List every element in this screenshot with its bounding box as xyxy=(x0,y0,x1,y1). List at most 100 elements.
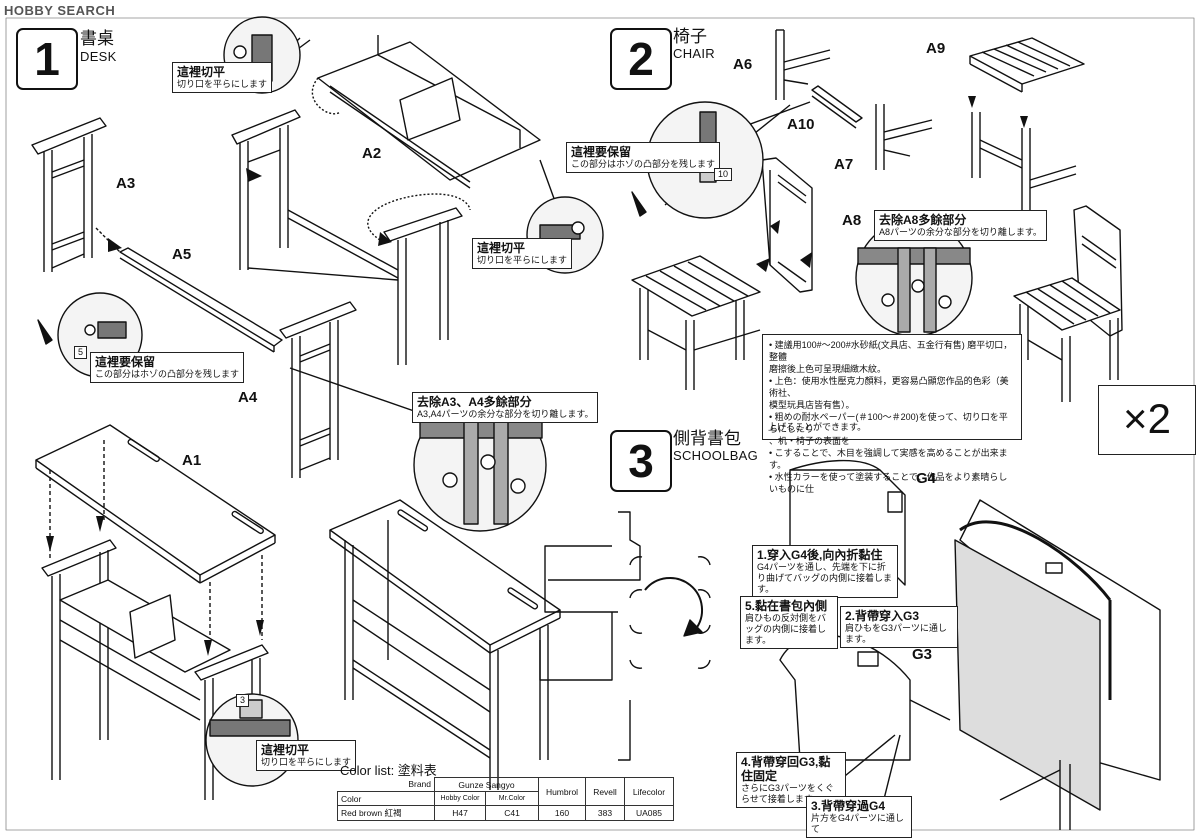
bag-flat-pattern xyxy=(539,511,711,761)
quantity-multiplier: ×2 xyxy=(1098,385,1196,455)
bag-step-title: 4.背帶穿回G3,黏住固定 xyxy=(741,755,831,783)
bag-step-5: 5.黏在書包內側 肩ひもの反対側をバッグの内側に接着します。 xyxy=(740,596,838,649)
bag-step-desc: 肩ひもをG3パーツに通します。 xyxy=(845,623,947,644)
desk-part-a1 xyxy=(35,424,276,650)
step-subtitle-schoolbag: SCHOOLBAG xyxy=(673,448,759,463)
part-label-a10: A10 xyxy=(787,116,815,133)
part-label-a9: A9 xyxy=(926,40,946,57)
part-label-a3: A3 xyxy=(116,175,136,192)
tip-line: • 粗めの耐水ペーパー(＃100～＃200)を使って、切り口を平らにしたり xyxy=(769,412,1008,434)
color-row-hobby: H47 xyxy=(434,805,486,821)
part-label-a5: A5 xyxy=(172,246,192,263)
assembly-arrows xyxy=(46,96,1028,656)
part-number-10: 10 xyxy=(714,168,733,181)
step-title-schoolbag: 側背書包 xyxy=(673,429,741,448)
tip-line: 上げることができます。 xyxy=(768,422,867,432)
color-col-hobby: Hobby Color xyxy=(434,791,486,806)
note-title: 這裡切平 xyxy=(261,743,310,757)
chair-assembly xyxy=(631,255,761,390)
desk-part-a2 xyxy=(311,35,541,189)
color-row-lifecolor: UA085 xyxy=(624,805,674,821)
desk-part-a5 xyxy=(95,227,283,353)
color-col-humbrol: Humbrol xyxy=(538,777,586,806)
note-subtitle: A8パーツの余分な部分を切り離します。 xyxy=(879,227,1042,237)
chair-part-a10 xyxy=(811,85,863,129)
finishing-tips-box: • 建議用100#～200#水砂紙(文具店、五金行有售) 磨平切口，整體 磨擦後… xyxy=(762,334,1022,494)
note-keep-chair: 這裡要保留 この部分はホゾの凸部分を残します xyxy=(566,142,721,173)
color-list-title: Color list: 塗料表 xyxy=(340,763,437,778)
bag-step-2: 2.背帶穿入G3 肩ひもをG3パーツに通します。 xyxy=(840,606,958,648)
note-remove-a8: 去除A8多餘部分 A8パーツの余分な部分を切り離します。 xyxy=(874,210,1047,241)
bag-step-desc: 肩ひもの反対側をバッグの内側に接着します。 xyxy=(745,613,827,645)
step-subtitle-chair: CHAIR xyxy=(673,46,715,61)
part-label-a2: A2 xyxy=(362,145,382,162)
bag-step-desc: G4パーツを通し、先端を下に折り曲げてバッグの内側に接着します。 xyxy=(757,562,893,594)
chair-part-a7 xyxy=(875,104,933,170)
color-row-name: Red brown 紅褐 xyxy=(337,805,435,821)
color-col-mr: Mr.Color xyxy=(485,791,539,806)
step-number-schoolbag: 3 xyxy=(610,430,672,492)
tip-line: 、机・椅子の表面を xyxy=(769,436,851,446)
note-subtitle: この部分はホゾの凸部分を残します xyxy=(95,369,240,379)
part-label-a8: A8 xyxy=(842,212,862,229)
step-number-desk: 1 xyxy=(16,28,78,90)
chair-part-a6 xyxy=(775,29,831,100)
chair-part-a9 xyxy=(969,37,1085,210)
note-subtitle: 切り口を平らにします xyxy=(477,255,568,265)
note-title: 這裡切平 xyxy=(477,241,526,255)
bag-step-3: 3.背帶穿過G4 片方をG4パーツに通して xyxy=(806,796,912,838)
color-row-humbrol: 160 xyxy=(538,805,586,821)
color-col-color: Color xyxy=(337,791,435,806)
desk-assembled xyxy=(329,499,561,790)
note-cut-flat-top: 這裡切平 切り口を平らにします xyxy=(172,62,273,93)
note-title: 去除A3、A4多餘部分 xyxy=(417,395,532,409)
tip-line: 磨擦後上色可呈現細緻木紋。 xyxy=(769,364,887,374)
zoom-circle-a3a4 xyxy=(413,398,547,532)
part-label-g3: G3 xyxy=(912,646,933,663)
note-cut-flat-right: 這裡切平 切り口を平らにします xyxy=(472,238,573,269)
bag-step-desc: さらにG3パーツをくぐらせて接着します。 xyxy=(741,783,834,804)
color-row-mr: C41 xyxy=(485,805,539,821)
desk-part-a3 xyxy=(31,117,107,272)
watermark: HOBBY SEARCH xyxy=(4,3,116,18)
note-subtitle: 切り口を平らにします xyxy=(261,757,352,767)
bag-step-desc: 片方をG4パーツに通して xyxy=(811,813,904,834)
desk-part-a4 xyxy=(279,301,357,478)
part-label-a6: A6 xyxy=(733,56,753,73)
chair-part-a8 xyxy=(761,157,813,293)
tip-line: • 建議用100#～200#水砂紙(文具店、五金行有售) 磨平切口，整體 xyxy=(769,340,1013,362)
color-row-revell: 383 xyxy=(585,805,625,821)
note-subtitle: 切り口を平らにします xyxy=(177,79,268,89)
note-title: 這裡要保留 xyxy=(95,355,156,369)
bag-step-title: 3.背帶穿過G4 xyxy=(811,799,886,813)
bag-step-title: 2.背帶穿入G3 xyxy=(845,609,920,623)
step-title-chair: 椅子 xyxy=(673,27,707,46)
part-number-3: 3 xyxy=(236,694,250,707)
part-label-g4: G4 xyxy=(916,470,937,487)
bag-step-1: 1.穿入G4後,向內折黏住 G4パーツを通し、先端を下に折り曲げてバッグの内側に… xyxy=(752,545,898,598)
note-remove-a3-a4: 去除A3、A4多餘部分 A3,A4パーツの余分な部分を切り離します。 xyxy=(412,392,599,423)
note-cut-flat-bottom: 這裡切平 切り口を平らにします xyxy=(256,740,357,771)
step-title-desk: 書桌 xyxy=(80,29,114,48)
note-title: 去除A8多餘部分 xyxy=(879,213,967,227)
step-subtitle-desk: DESK xyxy=(80,49,117,64)
note-subtitle: A3,A4パーツの余分な部分を切り離します。 xyxy=(417,409,594,419)
bag-on-desk xyxy=(954,499,1161,830)
tip-line: • 水性カラーを使って塗装することで、作品をより素晴らしいものに仕 xyxy=(769,472,1008,494)
note-title: 這裡切平 xyxy=(177,65,226,79)
zoom-circle-a8 xyxy=(855,219,973,337)
color-list-table: Brand Gunze Sangyo Humbrol Revell Lifeco… xyxy=(337,777,674,821)
note-subtitle: この部分はホゾの凸部分を残します xyxy=(571,159,716,169)
bag-step-title: 5.黏在書包內側 xyxy=(745,599,828,613)
desk-side-frame-middle xyxy=(231,109,471,365)
bag-step-title: 1.穿入G4後,向內折黏住 xyxy=(757,548,883,562)
step-number-chair: 2 xyxy=(610,28,672,90)
part-label-a4: A4 xyxy=(238,389,258,406)
color-col-lifecolor: Lifecolor xyxy=(624,777,674,806)
knife-icons xyxy=(37,191,647,345)
tip-line: 模型玩具店皆有售）。 xyxy=(769,400,855,410)
color-col-brand: Brand xyxy=(408,779,431,790)
part-label-a7: A7 xyxy=(834,156,854,173)
tip-line: • 上色：使用水性壓克力顏料，更容易凸顯您作品的色彩（美術社、 xyxy=(769,376,1009,398)
